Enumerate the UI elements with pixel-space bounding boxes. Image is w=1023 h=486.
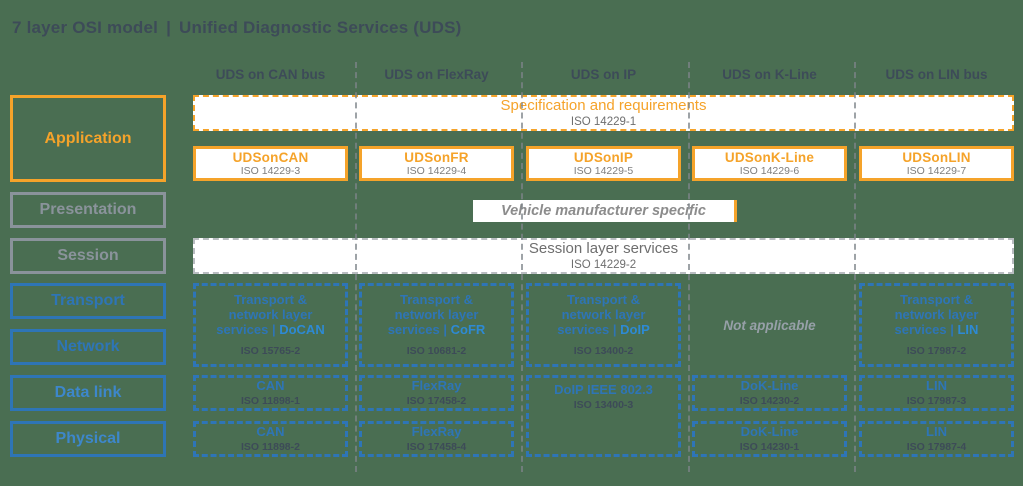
physical-flexray-iso: ISO 17458-4: [406, 440, 467, 453]
datalink-flexray-box: FlexRay ISO 17458-2: [359, 375, 514, 411]
osi-layer-presentation: Presentation: [10, 192, 166, 228]
vehicle-manufacturer-box: Vehicle manufacturer specific: [473, 200, 737, 222]
udson-fr-iso: ISO 14229-4: [406, 165, 467, 178]
osi-layer-physical: Physical: [10, 421, 166, 457]
spec-requirements-iso: ISO 14229-1: [570, 115, 637, 128]
column-header-kline: UDS on K-Line: [722, 66, 817, 82]
osi-layer-transport: Transport: [10, 283, 166, 319]
transport-line3-prefix: services |: [387, 321, 447, 337]
udson-fr-title: UDSonFR: [404, 149, 469, 165]
transport-line3-prefix: services |: [216, 321, 276, 337]
column-separator: [854, 62, 856, 472]
physical-flexray-box: FlexRay ISO 17458-4: [359, 421, 514, 457]
transport-doip-box: Transport & network layer services | DoI…: [526, 283, 681, 367]
transport-docan-iso: ISO 15765-2: [240, 344, 301, 357]
datalink-dokline-title: DoK-Line: [740, 378, 799, 393]
physical-lin-title: LIN: [926, 424, 947, 439]
udson-lin-iso: ISO 14229-7: [906, 165, 967, 178]
datalink-flexray-title: FlexRay: [411, 378, 462, 393]
udson-can-iso: ISO 14229-3: [240, 165, 301, 178]
transport-line1: Transport &: [234, 292, 307, 308]
udson-kline-title: UDSonK-Line: [724, 149, 815, 165]
transport-line3: services | LIN: [894, 321, 979, 338]
physical-can-iso: ISO 11898-2: [241, 440, 300, 453]
physical-lin-iso: ISO 17987-4: [906, 440, 967, 453]
transport-docan-box: Transport & network layer services | DoC…: [193, 283, 348, 367]
datalink-can-iso: ISO 11898-1: [241, 394, 300, 407]
datalink-dokline-box: DoK-Line ISO 14230-2: [692, 375, 847, 411]
transport-accent-doip: DoIP: [620, 321, 650, 337]
transport-line1: Transport &: [900, 292, 973, 308]
osi-layer-datalink: Data link: [10, 375, 166, 411]
page-title: 7 layer OSI model | Unified Diagnostic Ser…: [12, 18, 462, 38]
transport-lin-iso: ISO 17987-2: [906, 344, 967, 357]
transport-accent-docan: DoCAN: [279, 321, 325, 337]
transport-line2: network layer: [228, 307, 313, 322]
physical-dokline-iso: ISO 14230-1: [739, 440, 800, 453]
title-separator: |: [166, 18, 172, 37]
transport-not-applicable: Not applicable: [723, 317, 816, 333]
datalink-lin-box: LIN ISO 17987-3: [859, 375, 1014, 411]
datalink-lin-title: LIN: [926, 378, 947, 393]
transport-line3: services | CoFR: [387, 321, 486, 338]
physical-can-box: CAN ISO 11898-2: [193, 421, 348, 457]
transport-line2: network layer: [894, 307, 979, 322]
physical-lin-box: LIN ISO 17987-4: [859, 421, 1014, 457]
physical-dokline-title: DoK-Line: [740, 424, 799, 439]
vehicle-manufacturer-label: Vehicle manufacturer specific: [501, 203, 706, 219]
session-services-title: Session layer services: [528, 240, 679, 258]
transport-line3: services | DoIP: [557, 321, 650, 338]
transport-accent-cofr: CoFR: [450, 321, 486, 337]
session-services-iso: ISO 14229-2: [570, 258, 637, 271]
udson-lin-box: UDSonLIN ISO 14229-7: [859, 146, 1014, 181]
title-uds: Unified Diagnostic Services (UDS): [179, 18, 462, 37]
physical-can-title: CAN: [256, 424, 285, 439]
session-services-box: Session layer services ISO 14229-2: [193, 238, 1014, 274]
transport-line1: Transport &: [567, 292, 640, 308]
udson-ip-iso: ISO 14229-5: [573, 165, 634, 178]
transport-doip-iso: ISO 13400-2: [573, 344, 634, 357]
osi-layer-application: Application: [10, 95, 166, 182]
doip-ieee-title: DoIP IEEE 802.3: [554, 382, 653, 397]
udson-can-title: UDSonCAN: [232, 149, 309, 165]
udson-kline-iso: ISO 14229-6: [739, 165, 800, 178]
udson-can-box: UDSonCAN ISO 14229-3: [193, 146, 348, 181]
physical-flexray-title: FlexRay: [411, 424, 462, 439]
column-separator: [688, 62, 690, 472]
transport-cofr-box: Transport & network layer services | CoF…: [359, 283, 514, 367]
column-header-ip: UDS on IP: [570, 66, 637, 82]
spec-requirements-title: Specification and requirements: [500, 97, 707, 115]
column-header-flexray: UDS on FlexRay: [384, 66, 489, 82]
udson-lin-title: UDSonLIN: [902, 149, 971, 165]
transport-line2: network layer: [394, 307, 479, 322]
spec-requirements-box: Specification and requirements ISO 14229…: [193, 95, 1014, 131]
transport-line3-prefix: services |: [557, 321, 617, 337]
transport-line3-prefix: services |: [894, 321, 954, 337]
udson-kline-box: UDSonK-Line ISO 14229-6: [692, 146, 847, 181]
transport-lin-box: Transport & network layer services | LIN…: [859, 283, 1014, 367]
column-separator: [355, 62, 357, 472]
transport-line3: services | DoCAN: [216, 321, 325, 338]
column-separator: [521, 62, 523, 472]
datalink-can-title: CAN: [256, 378, 285, 393]
datalink-lin-iso: ISO 17987-3: [906, 394, 967, 407]
datalink-physical-doip-box: DoIP IEEE 802.3 ISO 13400-3: [526, 375, 681, 457]
transport-accent-lin: LIN: [957, 321, 979, 337]
udson-ip-title: UDSonIP: [573, 149, 634, 165]
osi-layer-network: Network: [10, 329, 166, 365]
datalink-flexray-iso: ISO 17458-2: [406, 394, 467, 407]
datalink-dokline-iso: ISO 14230-2: [739, 394, 800, 407]
osi-layer-session: Session: [10, 238, 166, 274]
title-osi: 7 layer OSI model: [12, 18, 159, 37]
udson-ip-box: UDSonIP ISO 14229-5: [526, 146, 681, 181]
transport-line2: network layer: [561, 307, 646, 322]
doip-ieee-iso: ISO 13400-3: [573, 398, 634, 411]
datalink-can-box: CAN ISO 11898-1: [193, 375, 348, 411]
column-header-lin: UDS on LIN bus: [885, 66, 988, 82]
column-header-can: UDS on CAN bus: [215, 66, 326, 82]
transport-line1: Transport &: [400, 292, 473, 308]
transport-cofr-iso: ISO 10681-2: [406, 344, 467, 357]
udson-fr-box: UDSonFR ISO 14229-4: [359, 146, 514, 181]
physical-dokline-box: DoK-Line ISO 14230-1: [692, 421, 847, 457]
